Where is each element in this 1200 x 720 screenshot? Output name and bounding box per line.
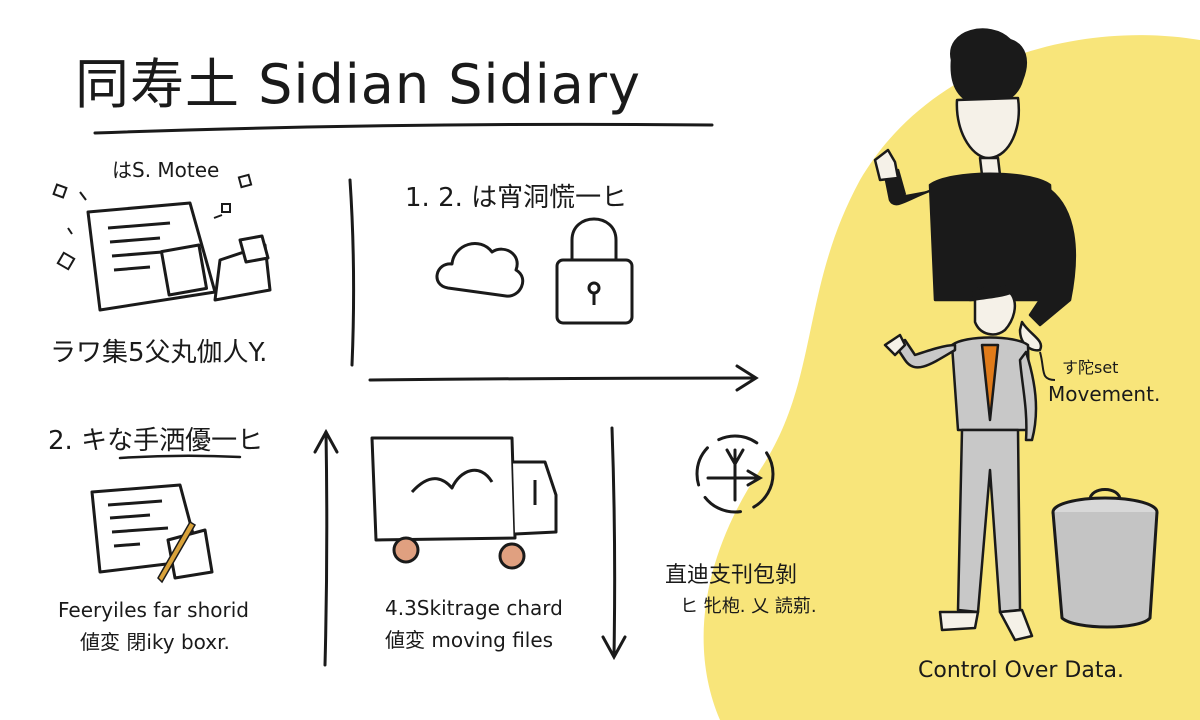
person-small	[883, 283, 1038, 642]
person-note-line2: Movement.	[1048, 382, 1161, 406]
section3-heading: 2. キな手洒優一ヒ	[48, 426, 264, 456]
section5-subtext: ヒ 牝枹. 乂 読莂.	[680, 596, 817, 617]
note-pointer	[1039, 351, 1056, 381]
direction-icon	[695, 434, 775, 514]
person-tall	[873, 28, 1077, 352]
padlock-icon	[555, 217, 634, 325]
person-note-line1: す陀set	[1062, 358, 1119, 377]
divider-vertical-1	[348, 178, 356, 367]
truck-icon	[370, 436, 558, 542]
brush-icon	[157, 520, 197, 584]
section2-heading: 1. 2. は宵洞慌一ヒ	[405, 183, 628, 213]
section4-caption-line2: 値変 moving files	[385, 628, 554, 652]
page-title: 同寿土 Sidian Sidiary	[75, 53, 642, 116]
section3-caption-line1: Feeryiles far shorid	[58, 598, 249, 622]
footer-caption: Control Over Data.	[918, 658, 1124, 683]
title-underline	[93, 122, 714, 135]
arrow-up	[313, 428, 339, 667]
sparkle-marks	[52, 173, 253, 271]
bucket-icon	[1051, 488, 1159, 629]
truck-wheel-front	[392, 536, 420, 564]
truck-wheel-back	[498, 542, 526, 570]
arrow-right	[368, 364, 759, 392]
papers-brush-doodle	[90, 483, 214, 580]
arrow-down	[601, 426, 627, 661]
cloud-icon	[435, 242, 525, 298]
section1-caption: ラワ集5父丸伽人Y.	[50, 338, 268, 368]
section1-label: はS. Motee	[112, 158, 220, 182]
papers-doodle	[86, 201, 272, 312]
section3-caption-line2: 値変 閉iky boxr.	[80, 630, 230, 654]
section5-heading: 直迪支刊包剝	[665, 563, 798, 588]
heading-underline	[118, 454, 242, 460]
section4-caption-line1: 4.3Skitrage chard	[385, 596, 563, 620]
